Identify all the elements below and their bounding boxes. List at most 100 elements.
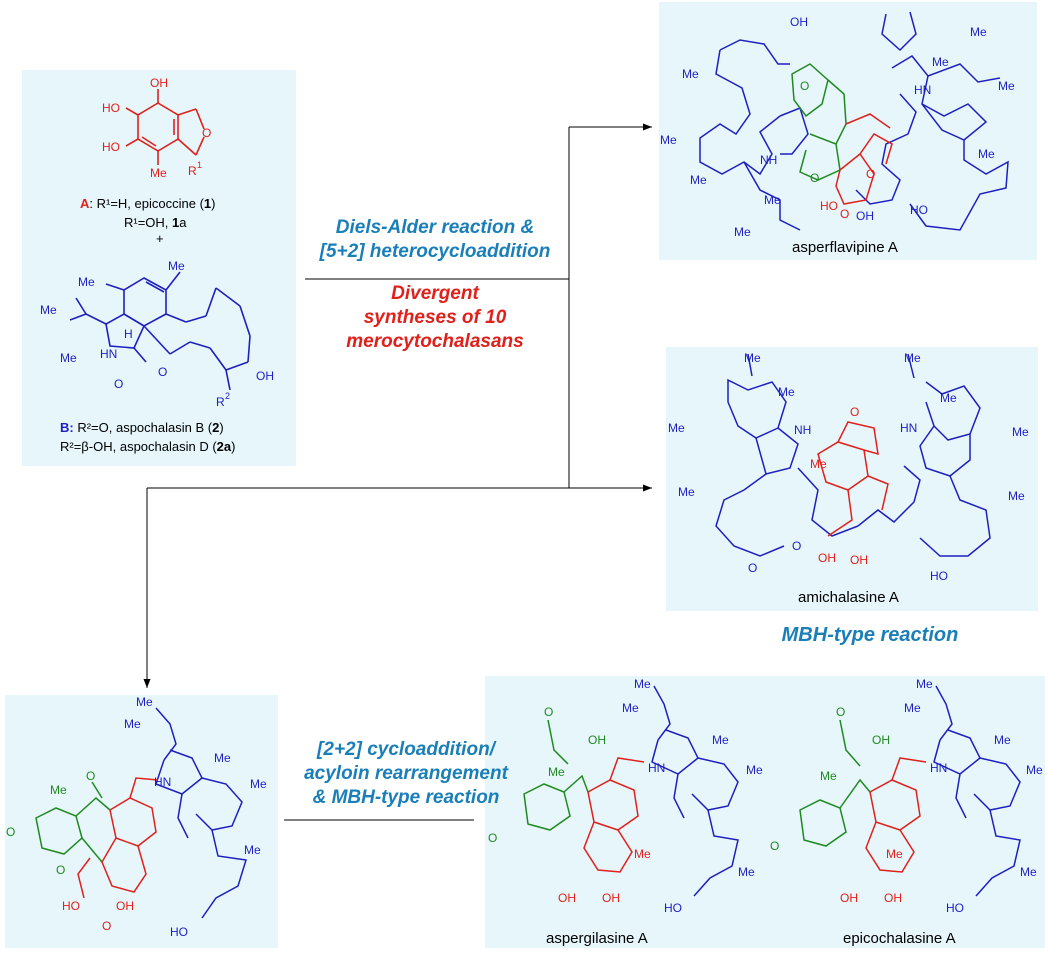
svg-text:Me: Me [1020,865,1037,879]
svg-text:OH: OH [790,15,808,29]
svg-text:OH: OH [856,209,874,223]
svg-text:O: O [102,919,111,933]
label-compound-1a: R¹=OH, 1a [124,215,187,230]
svg-text:O: O [202,126,211,140]
structure-intermediate: Me Me HN Me Me Me HO HO OH O O O Me O [6,695,267,939]
svg-text:Me: Me [678,485,695,499]
svg-text:Me: Me [932,55,949,69]
svg-text:Me: Me [60,351,77,365]
svg-text:HO: HO [946,901,964,915]
svg-text:O: O [158,365,167,379]
structure-aspergilasine: Me Me HN Me Me Me HO OH OH Me O O Me OH [488,677,763,915]
svg-text:OH: OH [150,76,168,90]
svg-text:Me: Me [886,847,903,861]
svg-text:OH: OH [256,369,274,383]
svg-text:O: O [114,377,123,391]
svg-text:Me: Me [810,457,827,471]
svg-text:Me: Me [634,677,651,691]
reaction-label-mbh: MBH-type reaction [781,624,959,646]
svg-text:Me: Me [136,695,153,709]
label-compound-A: A: R¹=H, epicoccine (1) [80,196,216,211]
svg-text:O: O [770,839,779,853]
svg-text:OH: OH [602,891,620,905]
svg-text:Me: Me [998,79,1015,93]
structure-epicochalasine: Me Me HN Me Me Me HO OH OH Me O O Me OH [770,677,1043,915]
svg-text:Me: Me [746,763,763,777]
svg-text:Me: Me [690,173,707,187]
svg-text:HO: HO [170,925,188,939]
label-compound-2a: R²=β-OH, aspochalasin D (2a) [60,439,236,454]
svg-text:O: O [836,705,845,719]
svg-text:Me: Me [78,275,95,289]
svg-text:OH: OH [818,551,836,565]
svg-text:Me: Me [150,166,167,180]
svg-text:O: O [850,405,859,419]
svg-text:Me: Me [916,677,933,691]
svg-text:Me: Me [660,133,677,147]
svg-text:OH: OH [558,891,576,905]
svg-text:O: O [6,825,15,839]
svg-text:O: O [866,167,875,181]
svg-text:Me: Me [1026,763,1043,777]
svg-text:HO: HO [664,901,682,915]
reaction-label-cycloaddition: [2+2] cycloaddition/ acyloin rearrangeme… [304,739,508,808]
svg-text:Me: Me [778,385,795,399]
svg-text:HN: HN [648,761,665,775]
svg-text:O: O [792,539,801,553]
svg-text:HO: HO [910,203,928,217]
svg-text:HO: HO [102,101,120,115]
svg-text:Me: Me [734,225,751,239]
svg-text:Me: Me [124,717,141,731]
svg-text:O: O [56,863,65,877]
svg-text:O: O [544,705,553,719]
svg-text:Me: Me [940,391,957,405]
label-compound-B: B: R²=O, aspochalasin B (2) [60,420,224,435]
svg-text:Me: Me [1012,425,1029,439]
svg-text:HO: HO [930,569,948,583]
svg-text:Me: Me [634,847,651,861]
svg-text:OH: OH [884,891,902,905]
starting-materials-panel [22,70,296,466]
svg-text:Me: Me [548,765,565,779]
svg-text:Me: Me [668,421,685,435]
svg-text:OH: OH [850,553,868,567]
svg-text:HO: HO [820,199,838,213]
svg-text:HO: HO [62,899,80,913]
svg-text:NH: NH [760,153,777,167]
svg-text:OH: OH [840,891,858,905]
svg-text:Me: Me [682,67,699,81]
svg-text:Me: Me [904,701,921,715]
svg-text:Me: Me [1008,489,1025,503]
svg-text:OH: OH [588,733,606,747]
svg-text:Me: Me [622,701,639,715]
svg-text:Me: Me [168,259,185,273]
caption-epicochalasine: epicochalasine A [843,930,956,947]
reaction-label-divergent: Divergent syntheses of 10 merocytochalas… [346,283,524,352]
svg-text:OH: OH [116,899,134,913]
svg-text:R: R [216,395,225,409]
svg-text:Me: Me [744,351,761,365]
svg-text:Me: Me [994,733,1011,747]
caption-aspergilasine: aspergilasine A [546,930,648,947]
svg-text:R: R [188,164,197,178]
svg-text:HN: HN [914,83,931,97]
svg-text:OH: OH [872,733,890,747]
svg-text:Me: Me [712,733,729,747]
svg-text:Me: Me [250,777,267,791]
svg-text:Me: Me [40,303,57,317]
svg-text:Me: Me [904,351,921,365]
svg-text:1: 1 [197,160,202,170]
svg-text:Me: Me [50,783,67,797]
structure-aspochalasin: Me Me Me Me HN O O R 2 OH H [40,259,274,409]
svg-text:O: O [800,79,809,93]
svg-text:Me: Me [970,25,987,39]
svg-text:O: O [840,207,849,221]
svg-text:NH: NH [794,423,811,437]
svg-text:O: O [810,171,819,185]
svg-text:2: 2 [225,391,230,401]
caption-asperflavipine: asperflavipine A [792,239,898,256]
structure-amichalasine: Me Me NH HN Me Me Me Me Me Me HO O O Me … [668,351,1029,583]
svg-text:HN: HN [930,761,947,775]
intermediate-panel [5,695,278,948]
